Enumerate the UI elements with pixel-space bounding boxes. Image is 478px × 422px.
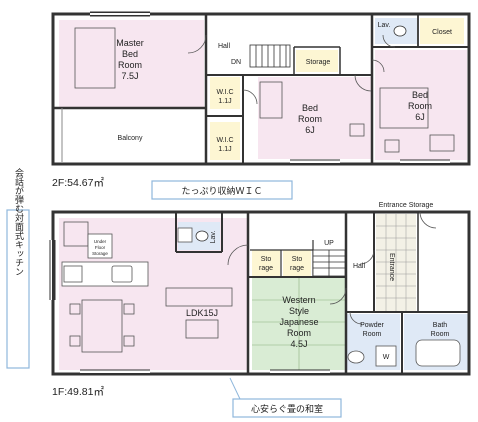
dn-label: DN: [231, 59, 241, 66]
storage-1f-b-line2: rage: [290, 265, 304, 272]
master-bed-size: 7.5J: [121, 71, 138, 81]
entrance-tiles: [376, 214, 416, 312]
area-2f: 2F:54.67㎡: [52, 177, 104, 189]
stairs-1f: [312, 249, 346, 277]
master-bed-room: [59, 20, 204, 107]
balcony-label: Balcony: [118, 135, 143, 142]
bed-right-line2: Room: [408, 101, 432, 111]
lav-1f-label: Lav.: [210, 231, 217, 244]
japanese-line3: Japanese: [279, 317, 318, 327]
wic-2: [210, 122, 240, 160]
bath-line1: Bath: [433, 322, 448, 329]
bath-line2: Room: [431, 331, 450, 338]
wic-1: [210, 77, 240, 109]
area-1f: 1F:49.81㎡: [52, 386, 104, 398]
wic2-label: W.I.C: [216, 137, 233, 144]
fridge-line1: Under: [94, 239, 107, 244]
master-bed-line1: Master: [116, 38, 144, 48]
storage-1f-a-line2: rage: [259, 265, 273, 272]
washer-label: W: [383, 354, 390, 361]
side-callout: 会話が弾む対面式キッチン: [13, 167, 24, 276]
tatami-grid: [252, 277, 346, 370]
storage-1f-b-line1: Sto: [292, 256, 303, 263]
closet-2f-label: Closet: [432, 29, 452, 36]
bed-right-size: 6J: [415, 112, 425, 122]
powder-line1: Powder: [360, 322, 384, 329]
wic1-label: W.I.C: [216, 89, 233, 96]
bed-right-line1: Bed: [412, 90, 428, 100]
callout-1f: 心安らぐ畳の和室: [251, 403, 323, 415]
bed-room-right: [375, 50, 467, 160]
up-label: UP: [324, 240, 334, 247]
storage-2f: [296, 50, 338, 72]
wic1-size: 1.1J: [218, 98, 231, 105]
bed-center-line1: Bed: [302, 103, 318, 113]
callout-1f-box: [232, 398, 342, 418]
storage-2f-label: Storage: [306, 59, 331, 66]
storage-1f-a-line1: Sto: [261, 256, 272, 263]
lav-2f-label: Lav.: [378, 22, 391, 29]
japanese-size: 4.5J: [290, 339, 307, 349]
master-bed-line2: Bed: [122, 49, 138, 59]
japanese-line1: Western: [282, 295, 315, 305]
side-callout-box: [6, 209, 30, 369]
closet-2f: [420, 18, 464, 44]
powder-line2: Room: [363, 331, 382, 338]
storage-1f-b: [283, 250, 311, 276]
japanese-line4: Room: [287, 328, 311, 338]
bed-center-size: 6J: [305, 125, 315, 135]
floor-2: Master Bed Room 7.5J Bed Room 6J Bed Roo…: [51, 11, 471, 200]
callout-2f-box: [151, 180, 293, 200]
master-bed-line3: Room: [118, 60, 142, 70]
wic2-size: 1.1J: [218, 146, 231, 153]
hall-2f-label: Hall: [218, 43, 231, 50]
fridge-line3: Storage: [92, 251, 108, 256]
bed-center-line2: Room: [298, 114, 322, 124]
floor-1: Entrance Storage LDK15J Lav. Sto rage St…: [6, 167, 471, 418]
stairs-2f: [249, 44, 291, 68]
callout-2f: たっぷり収納ＷＩＣ: [181, 185, 262, 197]
ldk-label: LDK15J: [186, 308, 218, 318]
storage-1f-a: [252, 250, 280, 276]
hall-1f-label: Hall: [353, 263, 366, 270]
japanese-line2: Style: [289, 306, 309, 316]
fridge-line2: Floor: [95, 245, 106, 250]
entrance-label: Entrance: [388, 253, 395, 281]
entrance-storage-label: Entrance Storage: [379, 202, 434, 209]
